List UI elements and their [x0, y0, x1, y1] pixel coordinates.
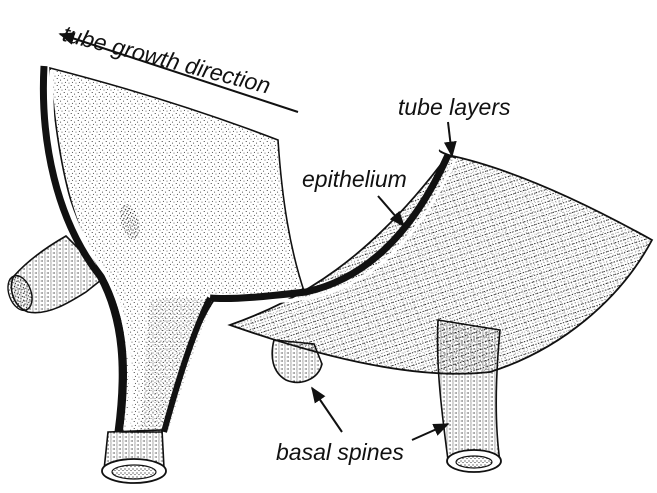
basal-spine-center — [272, 340, 322, 382]
basal-spines-label: basal spines — [276, 441, 404, 464]
basal-spine-right — [437, 320, 501, 472]
tube-layers-arrow — [448, 122, 452, 156]
basal-spine-arrow-right — [412, 424, 448, 440]
tube-layers-label: tube layers — [398, 96, 511, 119]
basal-spine-arrow-center — [312, 388, 342, 432]
epithelium-label: epithelium — [302, 168, 407, 191]
stalk-opening — [102, 430, 166, 483]
